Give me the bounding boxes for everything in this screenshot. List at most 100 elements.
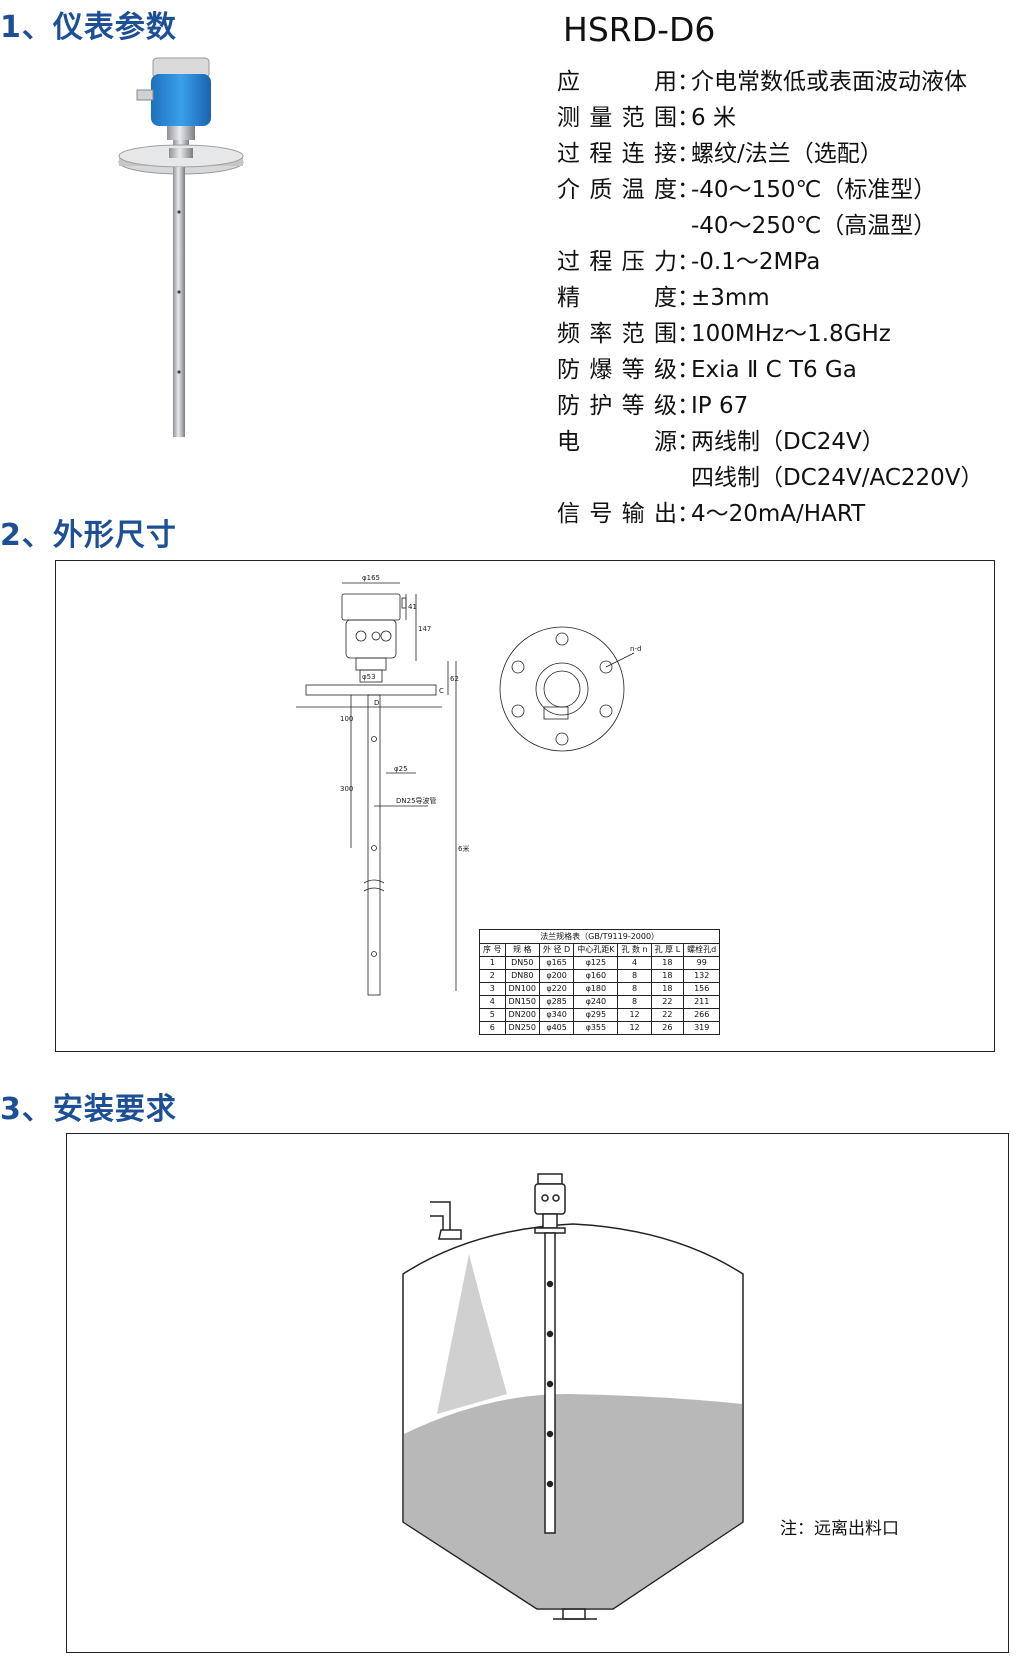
table-cell: DN50 xyxy=(504,956,540,970)
installation-drawing: 注：远离出料口 xyxy=(66,1133,1009,1653)
dim-label: C xyxy=(439,687,444,695)
table-cell: φ180 xyxy=(573,982,619,996)
table-cell: 4 xyxy=(617,956,652,970)
dimension-drawing: φ165 41 147 φ53 62 D C 100 300 φ25 DN25导… xyxy=(55,560,995,1052)
table-cell: φ165 xyxy=(538,956,575,970)
spec-label: 过程连接 xyxy=(557,141,677,167)
dim-label: DN25导波管 xyxy=(396,796,437,805)
table-cell: φ285 xyxy=(538,995,575,1009)
spec-label: 应 用 xyxy=(557,69,677,95)
table-cell: φ125 xyxy=(573,956,619,970)
spec-label: 防护等级 xyxy=(557,393,677,419)
table-cell: 3 xyxy=(479,982,506,996)
table-cell: 1 xyxy=(479,956,506,970)
section-title-install: 3、安装要求 xyxy=(0,1092,177,1127)
spec-value: IP 67 xyxy=(691,393,749,419)
spec-row: 精 度：±3mm xyxy=(557,280,1017,316)
table-header: 中心孔距K xyxy=(573,943,619,957)
table-cell: 211 xyxy=(683,995,721,1009)
table-cell: 319 xyxy=(683,1021,721,1035)
table-header: 外 径 D xyxy=(538,943,575,957)
table-cell: 12 xyxy=(617,1008,652,1022)
table-cell: 22 xyxy=(650,995,685,1009)
spec-row: 信号输出：4～20mA/HART xyxy=(557,496,1017,532)
table-cell: φ405 xyxy=(538,1021,575,1035)
table-cell: 18 xyxy=(650,956,685,970)
spec-row: 应 用：介电常数低或表面波动液体 xyxy=(557,64,1017,100)
table-cell: 8 xyxy=(617,995,652,1009)
dim-label: 6米 xyxy=(458,844,469,853)
flange-spec-table: 法兰规格表（GB/T9119-2000） 序 号 规 格 外 径 D 中心孔距K… xyxy=(479,929,721,1035)
table-cell: φ220 xyxy=(538,982,575,996)
spec-value: 6 米 xyxy=(691,105,736,131)
table-cell: 99 xyxy=(683,956,721,970)
install-note: 注：远离出料口 xyxy=(780,1519,899,1539)
table-header: 孔 厚 L xyxy=(650,943,685,957)
dim-label: 100 xyxy=(340,715,353,723)
spec-value: 螺纹/法兰（选配） xyxy=(691,141,883,167)
spec-value: -40～250℃（高温型） xyxy=(691,213,937,239)
table-cell: 18 xyxy=(650,982,685,996)
spec-row: 介质温度：-40～150℃（标准型） xyxy=(557,172,1017,208)
table-caption: 法兰规格表（GB/T9119-2000） xyxy=(479,929,721,943)
spec-value: 100MHz～1.8GHz xyxy=(691,321,891,347)
product-model: HSRD-D6 xyxy=(563,10,716,49)
table-header: 螺栓孔d xyxy=(683,943,721,957)
dim-label: 62 xyxy=(450,675,459,683)
spec-label: 防爆等级 xyxy=(557,357,677,383)
spec-value: -0.1～2MPa xyxy=(691,249,821,275)
dim-label: D xyxy=(374,699,379,707)
dimension-svg: φ165 41 147 φ53 62 D C 100 300 φ25 DN25导… xyxy=(296,574,641,996)
section-title-dimensions: 2、外形尺寸 xyxy=(0,518,177,553)
spec-value: ±3mm xyxy=(691,285,770,311)
table-cell: 26 xyxy=(650,1021,685,1035)
spec-row: 频率范围：100MHz～1.8GHz xyxy=(557,316,1017,352)
section-title-params: 1、仪表参数 xyxy=(0,10,177,45)
table-cell: φ240 xyxy=(573,995,619,1009)
table-cell: 22 xyxy=(650,1008,685,1022)
table-cell: 2 xyxy=(479,969,506,983)
table-cell: φ160 xyxy=(573,969,619,983)
spec-row: 测量范围：6 米 xyxy=(557,100,1017,136)
dim-label: φ165 xyxy=(362,574,380,582)
spec-label: 频率范围 xyxy=(557,321,677,347)
dim-label: φ25 xyxy=(394,765,408,773)
dim-label: 41 xyxy=(408,603,417,611)
table-cell: 8 xyxy=(617,982,652,996)
table-cell: 12 xyxy=(617,1021,652,1035)
table-header: 孔 数 n xyxy=(617,943,652,957)
table-cell: DN80 xyxy=(504,969,540,983)
table-cell: φ200 xyxy=(538,969,575,983)
table-cell: DN200 xyxy=(504,1008,540,1022)
table-cell: 18 xyxy=(650,969,685,983)
install-svg xyxy=(402,1173,744,1620)
dim-label: φ53 xyxy=(362,673,376,681)
table-cell: DN100 xyxy=(504,982,540,996)
product-photo xyxy=(118,57,244,437)
spec-row: 过程压力：-0.1～2MPa xyxy=(557,244,1017,280)
spec-label: 过程压力 xyxy=(557,249,677,275)
table-cell: φ340 xyxy=(538,1008,575,1022)
table-cell: φ355 xyxy=(573,1021,619,1035)
spec-value: 两线制（DC24V） xyxy=(691,429,885,455)
dim-label: 147 xyxy=(418,625,431,633)
table-header-row: 序 号 规 格 外 径 D 中心孔距K 孔 数 n 孔 厚 L 螺栓孔d xyxy=(479,943,721,957)
table-cell: 6 xyxy=(479,1021,506,1035)
table-cell: 266 xyxy=(683,1008,721,1022)
dim-label: n-d xyxy=(630,645,641,653)
table-header: 规 格 xyxy=(504,943,540,957)
table-cell: DN250 xyxy=(504,1021,540,1035)
table-cell: 4 xyxy=(479,995,506,1009)
spec-value: Exia Ⅱ C T6 Ga xyxy=(691,357,857,383)
spec-row: 电 源：两线制（DC24V） xyxy=(557,424,1017,460)
spec-row: 四线制（DC24V/AC220V） xyxy=(557,460,1017,496)
spec-label: 介质温度 xyxy=(557,177,677,203)
table-cell: φ295 xyxy=(573,1008,619,1022)
table-cell: 8 xyxy=(617,969,652,983)
spec-value: 4～20mA/HART xyxy=(691,501,866,527)
